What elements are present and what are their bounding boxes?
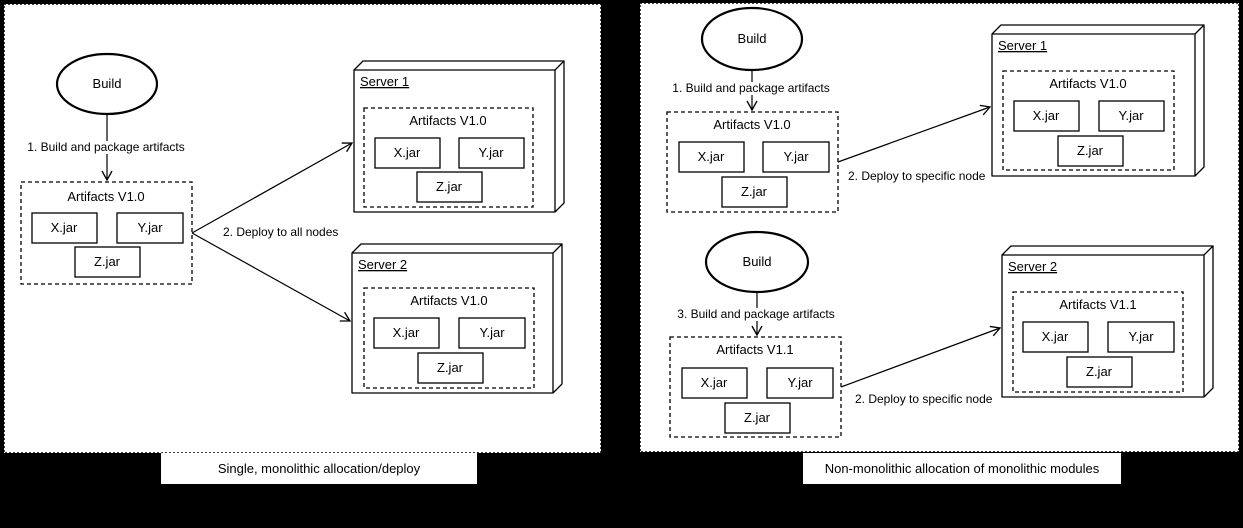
flow2-deploy-label: 2. Deploy to specific node [855,392,993,406]
flow1-step-label: 1. Build and package artifacts [672,81,829,95]
server1-yjar-label: Y.jar [478,145,504,160]
flow2-server-name: Server 2 [1008,259,1057,274]
server2-xjar-box [373,317,440,349]
flow1-artifacts-title: Artifacts V1.0 [713,117,790,132]
server2-yjar-box [458,317,526,349]
flow1-server-node [991,24,1205,177]
left-diagram-panel: Build 1. Build and package artifacts Art… [3,3,602,484]
deploy-label: 2. Deploy to all nodes [223,225,338,239]
flow2-xjar-label: X.jar [701,375,728,390]
right-caption: Non-monolithic allocation of monolithic … [825,461,1100,476]
flow2-server-xjar-label: X.jar [1042,329,1069,344]
flow2-server-yjar-label: Y.jar [1128,329,1154,344]
server2-zjar-box [417,352,484,384]
deploy-arrow-server2 [191,232,352,322]
server2-zjar-label: Z.jar [437,360,464,375]
flow2-step-label: 3. Build and package artifacts [677,307,834,321]
server1-zjar-label: Z.jar [436,179,463,194]
left-caption-box [161,453,477,484]
flow2-build-label: Build [743,254,772,269]
server1-xjar-label: X.jar [394,145,421,160]
zjar-box [74,246,141,278]
deploy-arrow-server1 [191,142,354,234]
server1-yjar-box [458,137,525,169]
flow1-deploy-label: 2. Deploy to specific node [848,169,986,183]
flow2-server-zjar-label: Z.jar [1086,364,1113,379]
flow2-yjar-label: Y.jar [787,375,813,390]
flow1-server-artifacts-title: Artifacts V1.0 [1049,76,1126,91]
flow1-zjar-label: Z.jar [741,184,768,199]
flow2-xjar-box [681,367,748,399]
right-diagram-panel: Build 1. Build and package artifacts Art… [639,2,1240,484]
flow1-yjar-box [762,141,830,173]
flow2-server-yjar-box [1107,321,1175,353]
server1-xjar-box [374,137,441,169]
yjar-label: Y.jar [137,220,163,235]
step-label: 1. Build and package artifacts [27,140,184,154]
yjar-box [116,212,184,244]
server2-node [351,243,563,394]
flow1-server-artifacts-box [1002,70,1175,171]
flow1-server-zjar-box [1057,135,1124,167]
step-label-background [30,141,182,154]
flow2-server-artifacts-title: Artifacts V1.1 [1059,297,1136,312]
right-caption-box [803,453,1121,484]
artifacts-title: Artifacts V1.0 [67,189,144,204]
server1-artifacts-title: Artifacts V1.0 [409,113,486,128]
flow1-xjar-label: X.jar [698,149,725,164]
zjar-label: Z.jar [94,254,121,269]
server1-artifacts-box [363,107,534,208]
flow2-zjar-label: Z.jar [744,410,771,425]
server1-zjar-box [416,171,483,203]
flow1-server-zjar-label: Z.jar [1077,143,1104,158]
flow2-artifacts-title: Artifacts V1.1 [716,342,793,357]
flow2-step-label-background [680,308,832,321]
server2-yjar-label: Y.jar [479,325,505,340]
flow2-server-xjar-box [1022,321,1089,353]
flow1-build-label: Build [738,31,767,46]
server2-artifacts-title: Artifacts V1.0 [410,293,487,308]
flow2-deploy-arrow [840,325,1002,388]
flow1-server-xjar-box [1013,100,1080,132]
flow1-deploy-arrow [837,104,992,163]
xjar-box [31,212,98,244]
artifacts-box [20,181,193,285]
flow1-step-label-background [675,82,827,95]
server2-artifacts-box [363,287,535,389]
flow2-yjar-box [766,367,834,399]
flow1-server-name: Server 1 [998,38,1047,53]
xjar-label: X.jar [51,220,78,235]
flow1-zjar-box [721,176,788,208]
flow2-zjar-box [724,402,791,434]
server2-xjar-label: X.jar [393,325,420,340]
flow1-server-yjar-label: Y.jar [1118,108,1144,123]
flow2-server-artifacts-box [1012,291,1184,393]
build-node-label: Build [93,76,122,91]
server1-name: Server 1 [360,74,409,89]
flow2-server-zjar-box [1066,356,1133,388]
flow1-server-yjar-box [1098,100,1165,132]
server1-node [353,60,565,213]
flow1-server-xjar-label: X.jar [1033,108,1060,123]
flow1-yjar-label: Y.jar [783,149,809,164]
flow1-xjar-box [678,141,745,173]
server2-name: Server 2 [358,257,407,272]
left-caption: Single, monolithic allocation/deploy [218,461,421,476]
